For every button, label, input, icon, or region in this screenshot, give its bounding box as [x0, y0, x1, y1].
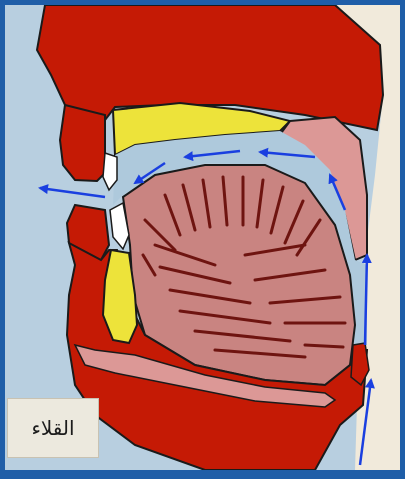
upper-lip — [60, 105, 105, 181]
vocal-tract-diagram: القلاء — [5, 5, 400, 470]
caption-box: القلاء — [7, 398, 99, 458]
caption-label: القلاء — [31, 416, 74, 440]
